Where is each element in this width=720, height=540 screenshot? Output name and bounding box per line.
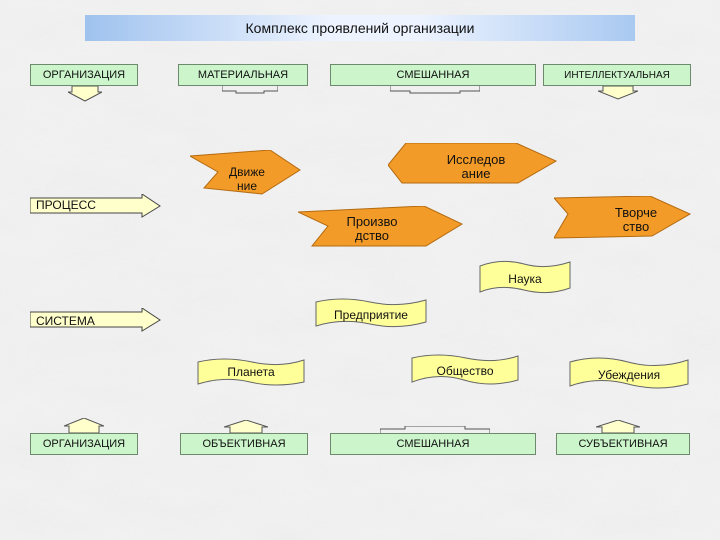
down-tab-icon <box>390 86 480 94</box>
beliefs-flag <box>569 357 689 389</box>
up-arrow-icon <box>224 420 268 434</box>
bottom-mixed-box: СМЕШАННАЯ <box>330 433 536 455</box>
creativity-orange-arrow <box>554 196 692 239</box>
top-material-box: МАТЕРИАЛЬНАЯ <box>178 64 308 86</box>
planet-flag <box>197 358 305 386</box>
bottom-organization-box: ОРГАНИЗАЦИЯ <box>30 433 138 455</box>
down-arrow-icon <box>68 86 102 102</box>
production-label: Произво дство <box>346 214 398 243</box>
diagram-title: Комплекс проявлений организации <box>85 15 635 41</box>
top-intellectual-label: ИНТЕЛЛЕКТУАЛЬНАЯ <box>564 69 670 81</box>
science-label: Наука <box>508 272 542 286</box>
research-orange-arrow <box>388 143 558 184</box>
beliefs-label: Убеждения <box>597 368 661 382</box>
top-mixed-label: СМЕШАННАЯ <box>396 69 470 81</box>
movement-label: Движе ние <box>229 165 265 193</box>
enterprise-flag <box>315 298 427 328</box>
science-flag <box>479 260 571 294</box>
movement-orange-arrow <box>190 150 301 195</box>
bottom-objective-label: ОБЪЕКТИВНАЯ <box>202 438 286 450</box>
research-label: Исследов ание <box>446 152 506 181</box>
bottom-organization-label: ОРГАНИЗАЦИЯ <box>42 438 126 450</box>
creativity-label: Творче ство <box>614 205 658 234</box>
bottom-objective-box: ОБЪЕКТИВНАЯ <box>180 433 308 455</box>
bottom-subjective-label: СУБЪЕКТИВНАЯ <box>578 438 668 450</box>
planet-label: Планета <box>227 365 275 379</box>
up-arrow-icon <box>596 420 640 434</box>
enterprise-label: Предприятие <box>334 308 408 322</box>
down-tab-icon <box>222 86 278 94</box>
society-flag <box>411 354 519 385</box>
top-material-label: МАТЕРИАЛЬНАЯ <box>197 69 289 81</box>
up-arrow-icon <box>64 418 104 434</box>
bottom-mixed-label: СМЕШАННАЯ <box>396 438 470 450</box>
process-label: ПРОЦЕСС <box>36 198 96 212</box>
top-intellectual-box: ИНТЕЛЛЕКТУАЛЬНАЯ <box>543 64 691 86</box>
system-label: СИСТЕМА <box>36 314 95 328</box>
system-arrow <box>30 308 161 332</box>
top-mixed-box: СМЕШАННАЯ <box>330 64 536 86</box>
top-organization-box: ОРГАНИЗАЦИЯ <box>30 64 138 86</box>
up-tab-icon <box>380 426 490 433</box>
bottom-subjective-box: СУБЪЕКТИВНАЯ <box>556 433 690 455</box>
process-arrow <box>30 194 161 218</box>
down-arrow-icon <box>598 86 638 100</box>
society-label: Общество <box>436 364 494 378</box>
top-organization-label: ОРГАНИЗАЦИЯ <box>42 69 126 81</box>
production-orange-arrow <box>298 206 464 247</box>
